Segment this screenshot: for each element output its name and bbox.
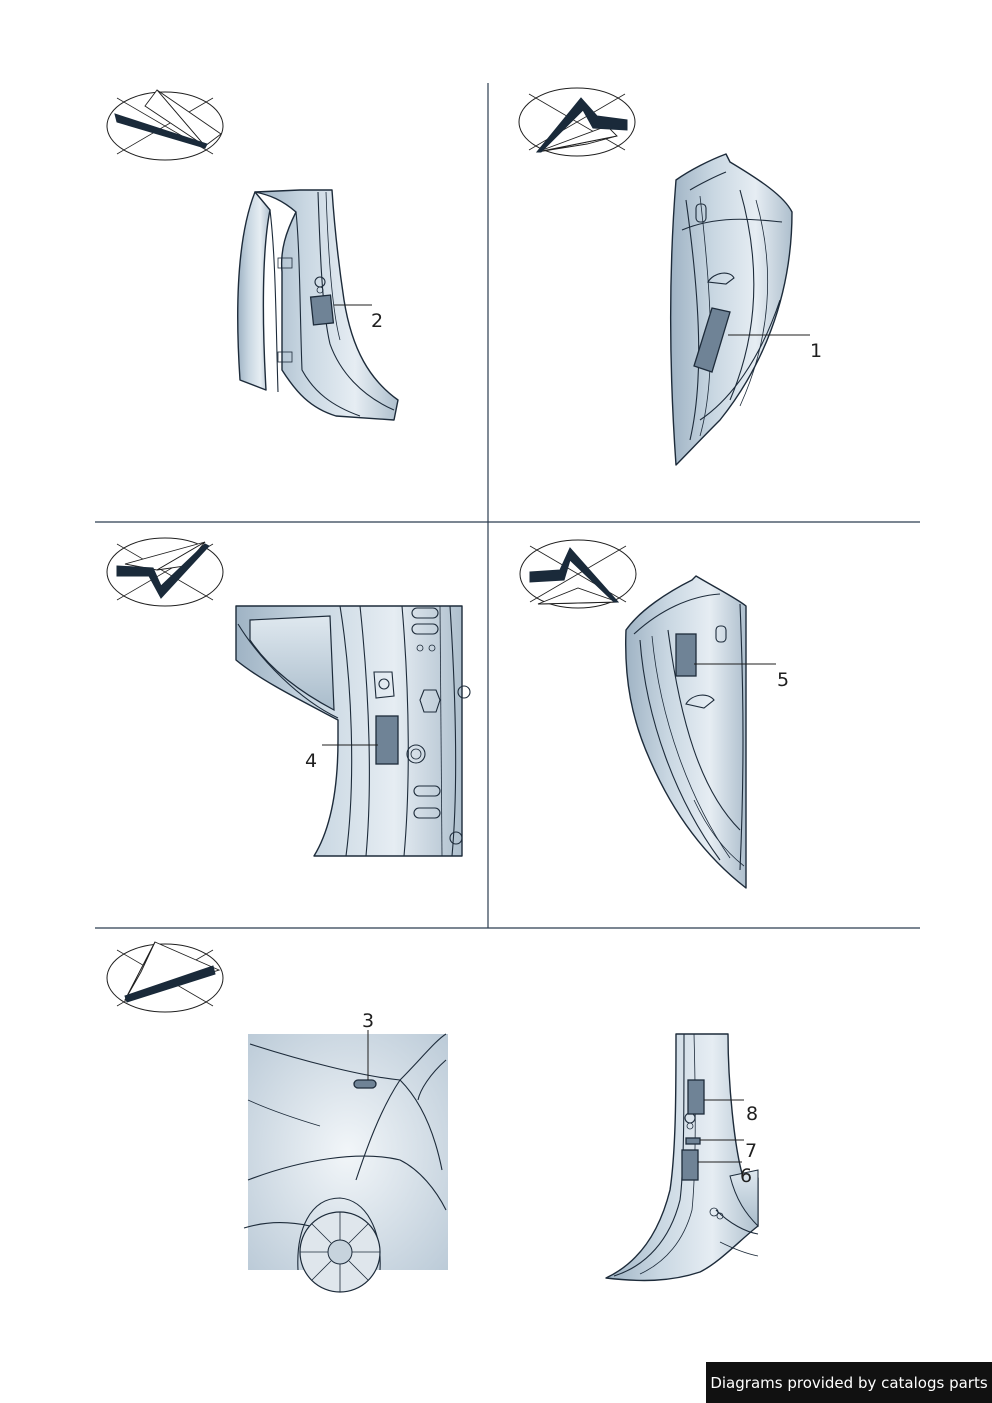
label-4-location [375, 715, 399, 765]
credit-text: Diagrams provided by catalogs parts [710, 1373, 988, 1392]
label-1-location [693, 307, 731, 373]
label-8-location [687, 1079, 705, 1115]
orientation-compass-icon [518, 87, 636, 157]
callout-7: 7 [745, 1140, 757, 1162]
label-7-location [685, 1137, 701, 1145]
credit-banner: Diagrams provided by catalogs parts [706, 1362, 992, 1403]
callout-8: 8 [746, 1103, 758, 1125]
orientation-compass-icon [106, 941, 224, 1013]
orientation-compass-icon [106, 89, 224, 161]
front-fender-exterior-view [243, 1033, 448, 1293]
rear-door-inner-view [625, 575, 747, 889]
callout-4: 4 [305, 750, 317, 772]
label-2-location [309, 294, 335, 326]
b-pillar-latch-view [235, 605, 471, 857]
front-door-inner-view [670, 153, 793, 466]
label-5-location [675, 633, 697, 677]
callout-5: 5 [777, 669, 789, 691]
label-3-location [353, 1079, 377, 1089]
callout-2: 2 [371, 310, 383, 332]
label-6-location [681, 1149, 699, 1181]
callout-1: 1 [810, 340, 822, 362]
panel-grid [95, 83, 920, 929]
orientation-compass-icon [106, 537, 224, 607]
callout-3: 3 [362, 1010, 374, 1032]
b-pillar-lower-view [605, 1033, 759, 1282]
callout-6: 6 [740, 1165, 752, 1187]
b-pillar-rear-view [237, 189, 399, 421]
orientation-compass-icon [519, 539, 637, 609]
